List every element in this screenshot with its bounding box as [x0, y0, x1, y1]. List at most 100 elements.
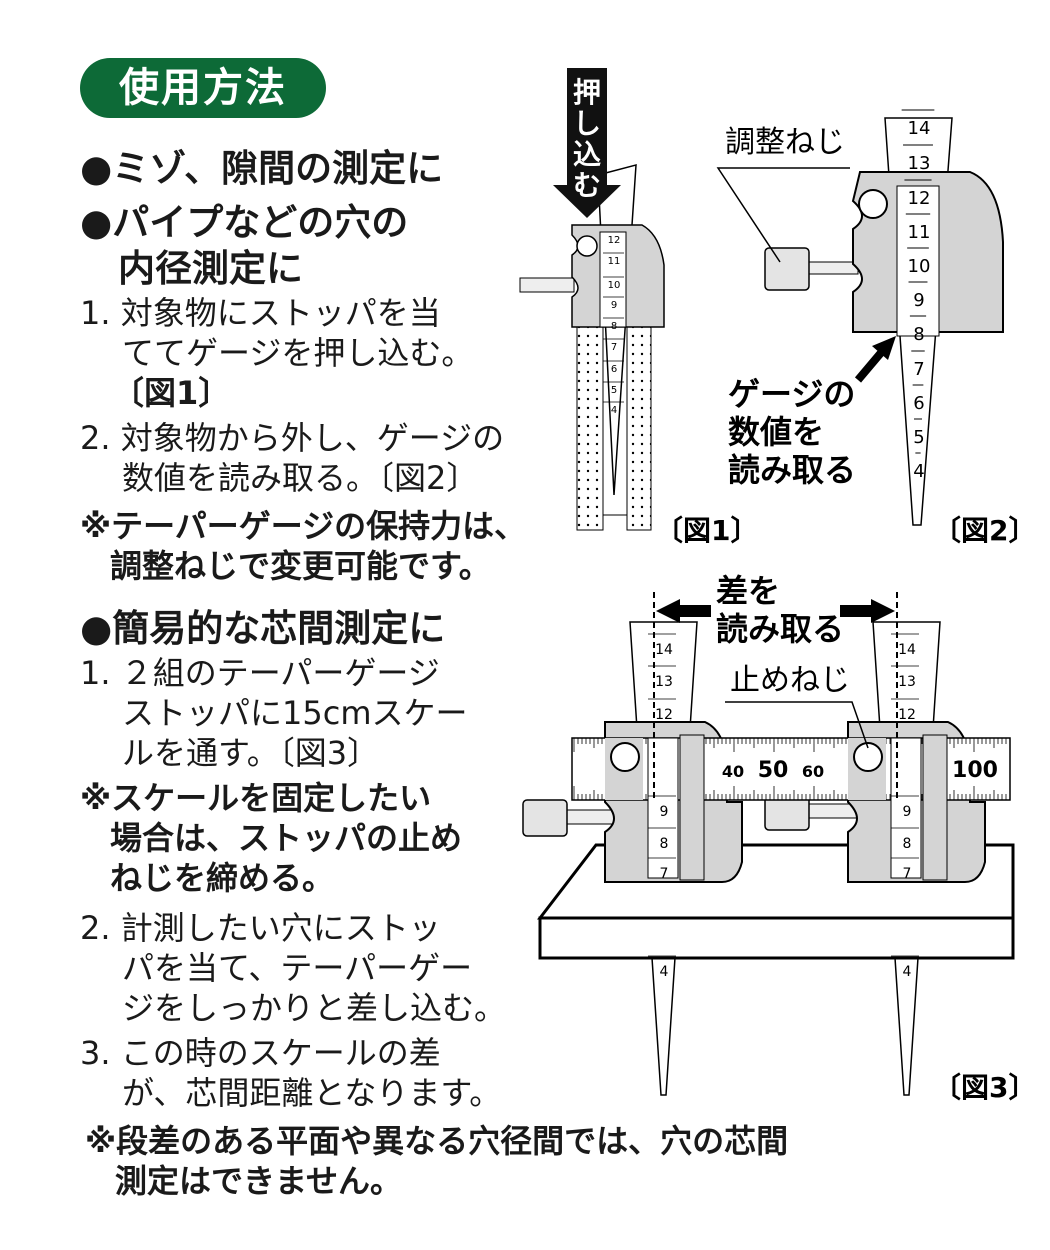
- step-text: ジをしっかりと差し込む。: [122, 989, 507, 1027]
- step-text: 1. ２組のテーパーゲージ: [80, 654, 440, 692]
- section-title: 使用方法: [80, 58, 326, 118]
- object-wall-right: [626, 324, 652, 531]
- step-text: パを当て、テーパーゲー: [122, 949, 473, 987]
- note-text: 場合は、ストッパの止め: [110, 819, 463, 857]
- diff-label: 差を: [716, 572, 780, 610]
- gauge-tick-label: 12: [908, 188, 931, 209]
- note-text: 調整ねじで変更可能です。: [110, 547, 491, 585]
- gauge-tick-label: 13: [655, 674, 673, 690]
- adjust-screw-knob: [764, 247, 810, 291]
- adjust-screw-label: 調整ねじ: [725, 125, 845, 160]
- gauge-tick-label: 6: [611, 364, 617, 375]
- push-arrow-head: [553, 185, 621, 218]
- leader-line: [716, 167, 850, 263]
- figure-3: 40 50 60 100 14 13 12 9 8 7 4 14 13 12 9 8 7 4 差を 読み取る 止…: [522, 572, 1036, 1104]
- figure-caption: 〔図3〕: [933, 1071, 1036, 1104]
- gauge-tick-label: 5: [913, 427, 924, 448]
- push-label: 込: [573, 138, 601, 171]
- read-arrow-head: [872, 336, 896, 360]
- final-note: ※段差のある平面や異なる穴径間では、穴の芯間: [85, 1122, 789, 1160]
- gauge-tick-label: 11: [608, 256, 621, 267]
- gauge-tick-label: 12: [898, 707, 916, 723]
- figure-caption: 〔図2〕: [933, 514, 1036, 547]
- push-label: 押: [573, 76, 601, 109]
- gauge-tick-label: 4: [903, 964, 912, 980]
- final-note: 測定はできません。: [115, 1162, 403, 1200]
- diff-arrow-right: [840, 605, 876, 617]
- gauge-tick-label: 8: [903, 836, 912, 852]
- gauge-tick-label: 9: [913, 290, 924, 311]
- step-text: 1. 対象物にストッパを当: [80, 294, 441, 332]
- step-text: ルを通す。〔図3〕: [122, 734, 380, 772]
- gauge-clamp: [679, 734, 705, 881]
- gauge-window: [896, 185, 940, 337]
- gauge-tick-label: 14: [898, 642, 916, 658]
- step-text: 3. この時のスケールの差: [80, 1034, 441, 1072]
- set-screw-hole: [576, 235, 598, 257]
- gauge-window: [647, 737, 679, 879]
- gauge-tick-label: 7: [903, 866, 912, 882]
- ruler-label: 60: [802, 762, 824, 781]
- push-label: む: [573, 169, 601, 202]
- gauge-tick-label: 12: [655, 707, 673, 723]
- ruler-label: 40: [722, 762, 744, 781]
- set-screw-hole: [610, 742, 640, 772]
- gauge-tick-label: 9: [611, 300, 617, 311]
- ruler-label: 100: [952, 758, 998, 783]
- gauge-tick-label: 4: [913, 461, 924, 482]
- heading-pipe: ●パイプなどの穴の: [80, 201, 409, 244]
- step-text: 2. 対象物から外し、ゲージの: [80, 419, 505, 457]
- gauge-tick-label: 11: [908, 222, 931, 243]
- heading-pipe-2: 内径測定に: [118, 247, 303, 290]
- note-text: ※スケールを固定したい: [80, 779, 432, 817]
- step-text: 2. 計測したい穴にストッ: [80, 909, 441, 947]
- step-text: ててゲージを押し込む。: [122, 334, 474, 372]
- diff-label: 読み取る: [716, 610, 844, 648]
- adjust-screw-spring: [807, 261, 859, 275]
- diff-arrow-left-head: [656, 599, 680, 623]
- object-wall-left: [576, 324, 604, 531]
- push-arrow: [567, 68, 607, 186]
- step-text: ストッパに15cmスケー: [122, 694, 468, 732]
- gauge-tick-label: 7: [660, 866, 669, 882]
- adjust-screw-knob: [522, 799, 568, 837]
- board-front: [538, 916, 1015, 960]
- set-screw-label: 止めねじ: [730, 663, 850, 698]
- adjust-screw-spring: [564, 809, 616, 825]
- gauge-tick-label: 8: [913, 324, 924, 345]
- read-label: 数値を: [728, 413, 824, 451]
- note-text: ねじを締める。: [110, 859, 335, 897]
- set-screw-hole: [858, 189, 888, 219]
- gauge-tick-label: 13: [898, 674, 916, 690]
- step-text: が、芯間距離となります。: [122, 1074, 502, 1112]
- gauge-tick-label: 8: [611, 321, 617, 332]
- set-screw-hole: [853, 742, 883, 772]
- gauge-tick-label: 9: [660, 804, 669, 820]
- gauge-window: [599, 231, 627, 328]
- read-label: 読み取る: [728, 451, 856, 489]
- gauge-clamp: [922, 734, 948, 881]
- gauge-tick-label: 14: [655, 642, 673, 658]
- heading-center-distance: ●簡易的な芯間測定に: [80, 607, 446, 650]
- ruler-label: 50: [758, 758, 789, 783]
- diff-arrow-left: [675, 605, 711, 617]
- gauge-tick-label: 10: [608, 280, 621, 291]
- gauge-tick-label: 9: [903, 804, 912, 820]
- note-text: ※テーパーゲージの保持力は、: [80, 507, 527, 545]
- read-label: ゲージの: [728, 375, 855, 413]
- gauge-tick-label: 13: [908, 153, 931, 174]
- gauge-tick-label: 8: [660, 836, 669, 852]
- gauge-tick-label: 7: [913, 359, 924, 380]
- figure-ref: 〔図1〕: [112, 374, 231, 412]
- push-label: し: [573, 107, 601, 140]
- gauge-window: [890, 737, 922, 879]
- gauge-tick-label: 12: [608, 235, 621, 246]
- diff-arrow-right-head: [871, 599, 895, 623]
- gauge-tick-label: 7: [611, 342, 617, 353]
- gauge-tick-label: 5: [611, 385, 617, 396]
- gauge-tick-label: 4: [660, 964, 669, 980]
- step-text: 数値を読み取る。〔図2〕: [122, 459, 479, 497]
